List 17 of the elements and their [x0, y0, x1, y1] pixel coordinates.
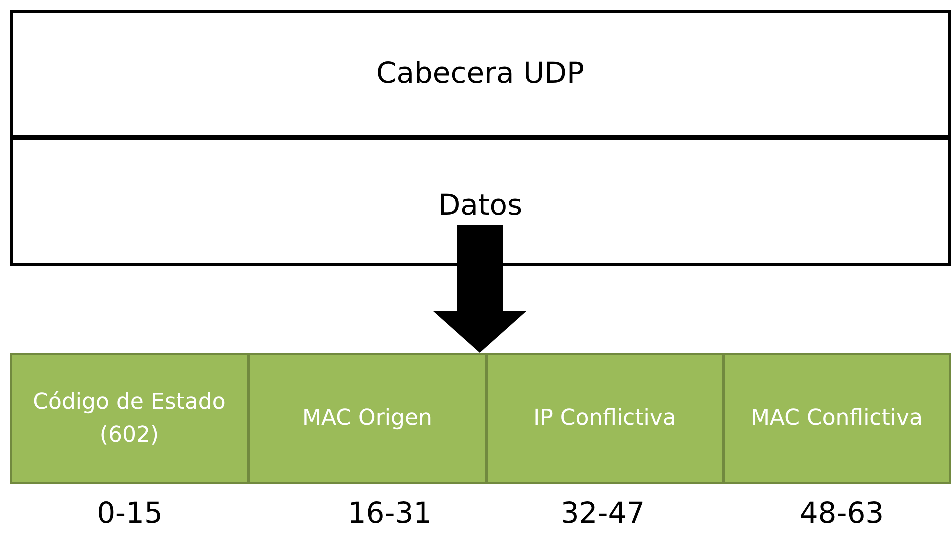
field-name: MAC Conflictiva: [750, 405, 924, 433]
field-cell: [486, 353, 724, 484]
field-cell: [248, 353, 487, 484]
packet-section-box: [10, 10, 951, 138]
field-cell: [723, 353, 951, 484]
section-label: Cabecera UDP: [376, 55, 584, 92]
field-cell: [10, 353, 249, 484]
field-name: MAC Origen: [302, 405, 432, 433]
bit-range: 48-63: [798, 496, 886, 530]
block-arrow: [433, 225, 527, 353]
packet-section-box: [10, 137, 951, 266]
bit-range: 16-31: [346, 496, 434, 530]
section-label: Datos: [438, 187, 523, 224]
field-name: Código de Estado (602): [32, 388, 227, 450]
bit-range: 0-15: [96, 496, 164, 530]
bit-range: 32-47: [560, 496, 646, 530]
field-name: IP Conflictiva: [534, 405, 676, 433]
